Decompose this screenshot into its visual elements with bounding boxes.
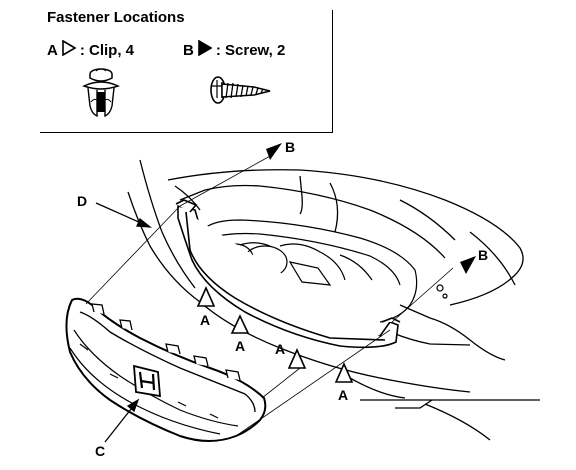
hollow-triangle-icon xyxy=(62,39,77,60)
mounting-frame-d xyxy=(175,199,401,349)
vehicle-body-outline xyxy=(127,159,540,441)
callout-a-4: A xyxy=(338,387,349,403)
legend-text-clip: : Clip, 4 xyxy=(79,41,135,59)
callout-b-right: B xyxy=(478,247,489,263)
screw-fastener-icon xyxy=(210,76,271,104)
callout-a-3: A xyxy=(275,341,286,357)
alignment-lines xyxy=(85,154,454,437)
clip-marker-2 xyxy=(230,314,250,334)
callout-arrows xyxy=(95,202,153,443)
legend-item-clip: A : Clip, 4 xyxy=(47,39,135,60)
clip-fastener-icon xyxy=(82,68,120,118)
legend-title: Fastener Locations xyxy=(47,9,185,26)
solid-triangle-icon xyxy=(198,39,213,60)
h-emblem-icon xyxy=(133,364,161,398)
callout-a-2: A xyxy=(235,338,246,354)
clip-marker-4 xyxy=(334,362,354,383)
legend-text-screw: : Screw, 2 xyxy=(215,41,286,59)
legend-letter-b: B xyxy=(183,41,194,59)
grille-clip-tabs xyxy=(91,303,241,381)
legend-letter-a: A xyxy=(47,41,58,59)
screw-markers xyxy=(266,143,476,274)
clip-marker-1 xyxy=(196,286,216,307)
legend-box xyxy=(40,10,333,133)
front-grille-c xyxy=(65,297,267,442)
callout-a-1: A xyxy=(200,312,211,328)
callout-d: D xyxy=(77,193,88,209)
callout-b-top: B xyxy=(285,139,296,155)
legend-item-screw: B : Screw, 2 xyxy=(183,39,286,60)
callout-c: C xyxy=(95,443,106,459)
clip-marker-3 xyxy=(287,348,307,369)
screw-marker-right xyxy=(460,256,476,274)
clip-markers xyxy=(196,286,354,383)
screw-marker-top xyxy=(266,143,282,160)
